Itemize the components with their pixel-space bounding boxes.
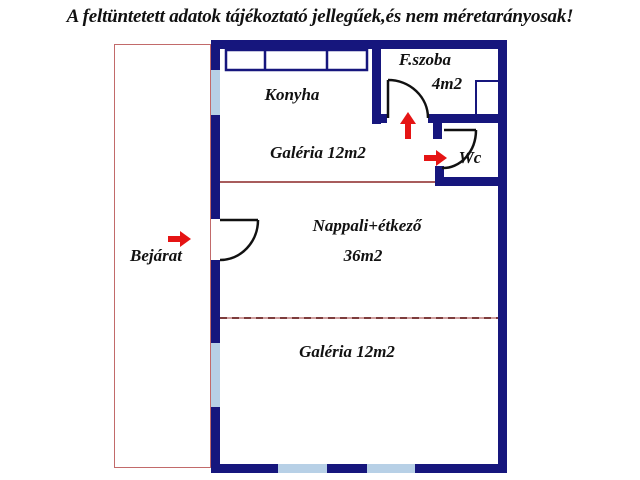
label-wc: Wc	[458, 148, 482, 167]
wall-wc-jamb	[433, 114, 442, 139]
wall-bottom	[211, 464, 507, 473]
fszoba-arrow-head	[400, 112, 416, 124]
fszoba-door-icon	[386, 78, 430, 119]
wall-wc-bottom	[435, 177, 507, 186]
fszoba-door-arrow-icon	[400, 112, 416, 139]
window-left-upper	[211, 70, 220, 115]
entrance-door-opening	[211, 219, 220, 260]
fszoba-arrow-stem	[405, 123, 411, 139]
gallery-lower-boundary-line	[220, 317, 498, 319]
wall-fszoba-bottom	[428, 114, 507, 123]
disclaimer-title: A feltüntetett adatok tájékoztató jelleg…	[66, 6, 574, 27]
entrance-area-outline	[114, 44, 211, 468]
entrance-arrow-head	[180, 231, 191, 247]
entrance-arrow-stem	[168, 236, 180, 242]
window-bottom-right	[367, 464, 415, 473]
wc-door-arrow-icon	[424, 150, 448, 166]
wall-wc-left-lower	[435, 166, 444, 185]
label-bejarat: Bejárat	[130, 246, 182, 265]
label-fszoba: F.szoba	[398, 50, 452, 69]
label-fszoba-area: 4m2	[431, 74, 463, 93]
wall-konyha-fszoba	[372, 40, 381, 124]
label-konyha: Konyha	[264, 85, 320, 104]
entrance-door-icon	[219, 218, 260, 262]
wc-arrow-head	[436, 150, 447, 166]
gallery-upper-boundary-line	[220, 181, 435, 183]
wc-arrow-stem	[424, 155, 436, 161]
wall-right	[498, 40, 507, 473]
label-nappali-area: 36m2	[343, 246, 383, 265]
window-bottom-left	[278, 464, 327, 473]
window-left-lower	[211, 343, 220, 407]
label-nappali: Nappali+étkező	[312, 216, 422, 235]
label-galeria-upper: Galéria 12m2	[270, 143, 366, 162]
wall-fszoba-stub	[372, 114, 387, 123]
entrance-arrow-icon	[168, 231, 192, 247]
fszoba-closet-icon	[475, 80, 500, 118]
label-galeria-lower: Galéria 12m2	[299, 342, 395, 361]
wall-top	[211, 40, 507, 49]
wc-door-icon	[441, 128, 478, 170]
kitchen-counter-icon	[224, 48, 369, 72]
